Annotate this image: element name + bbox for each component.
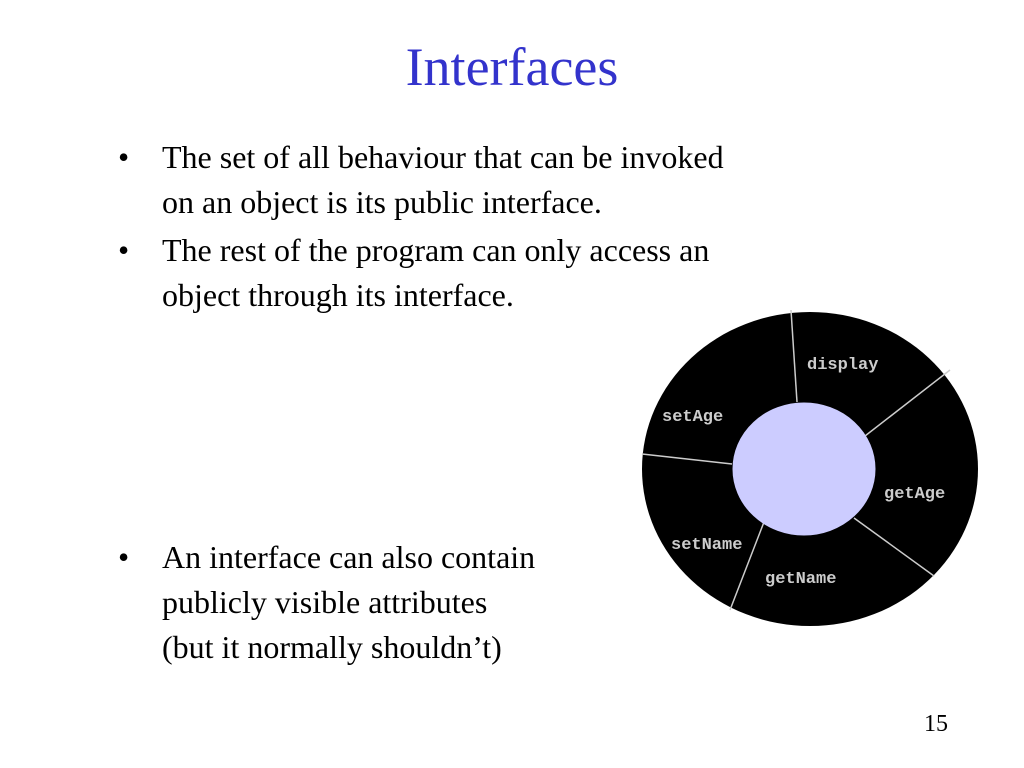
bullet-item: • The rest of the program can only acces… [118, 228, 878, 318]
bullet-text: An interface can also contain publicly v… [162, 539, 536, 665]
method-label-setname: setName [671, 536, 742, 555]
bullet-item: • The set of all behaviour that can be i… [118, 135, 878, 225]
bullet-text: The set of all behaviour that can be inv… [162, 139, 724, 220]
slide-title: Interfaces [405, 37, 619, 97]
bullet-marker: • [118, 539, 130, 575]
interface-diagram: display setAge getAge setName getName [641, 309, 978, 626]
bullet-text: The rest of the program can only access … [162, 232, 710, 313]
divider-line [641, 453, 733, 465]
bullet-marker: • [118, 232, 130, 268]
method-label-display: display [807, 356, 878, 375]
divider-line [790, 309, 798, 403]
object-core [732, 402, 876, 536]
bullet-item: • An interface can also contain publicly… [118, 535, 638, 670]
method-label-getname: getName [765, 570, 836, 589]
divider-line [853, 517, 935, 577]
bullet-marker: • [118, 139, 130, 175]
divider-line [729, 521, 765, 611]
method-label-getage: getAge [884, 485, 945, 504]
method-label-setage: setAge [662, 408, 723, 427]
page-number: 15 [924, 711, 948, 737]
divider-line [864, 369, 951, 437]
